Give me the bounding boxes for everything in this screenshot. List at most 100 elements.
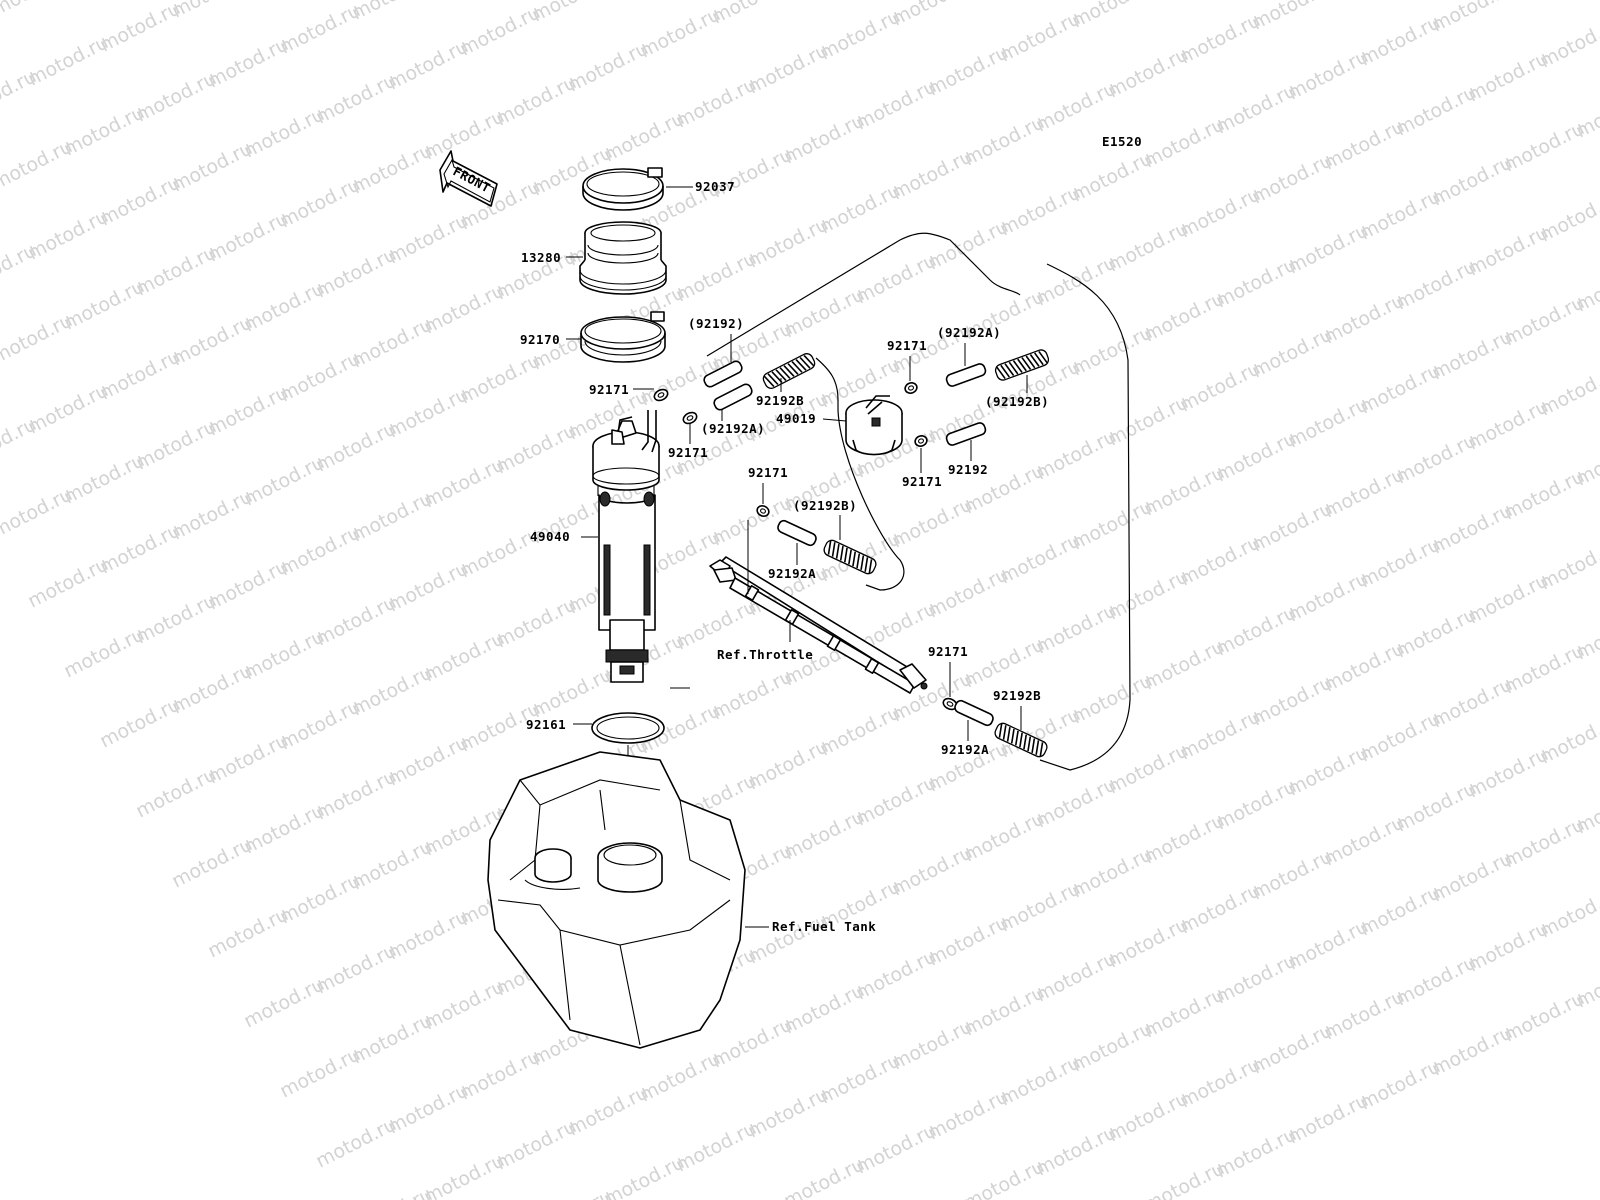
boot-13280 bbox=[579, 221, 667, 295]
hose-loop-right bbox=[1039, 263, 1131, 771]
spring-coil bbox=[827, 540, 832, 555]
spring-coil bbox=[1019, 732, 1023, 748]
label-92171-c: 92171 bbox=[887, 338, 927, 353]
spring-coil bbox=[1010, 728, 1015, 744]
watermark-text: motod.ru bbox=[1536, 883, 1600, 942]
spring-coil bbox=[1027, 736, 1032, 752]
label-ref-fuel-tank: Ref.Fuel Tank bbox=[772, 919, 876, 934]
spring-coil bbox=[1023, 734, 1028, 750]
spring-coil bbox=[868, 559, 873, 574]
spring-coil bbox=[1029, 354, 1040, 367]
spring-coil bbox=[1000, 364, 1011, 378]
spring-coil bbox=[1033, 352, 1044, 366]
label-92171-f: 92171 bbox=[928, 644, 968, 659]
spring-coil bbox=[1025, 355, 1036, 369]
watermark-text: motod.ru bbox=[1536, 535, 1600, 594]
watermark-text: motod.ru bbox=[168, 0, 256, 22]
label-92192B-a: 92192B bbox=[756, 393, 804, 408]
watermark-text: motod.ru bbox=[1536, 709, 1600, 768]
fuel-pump-49040 bbox=[592, 410, 660, 683]
label-92171-e: 92171 bbox=[748, 465, 788, 480]
spring-coil bbox=[783, 365, 795, 377]
spring-coil bbox=[839, 545, 844, 561]
fuel-tank bbox=[487, 751, 746, 1049]
clamp-92037 bbox=[582, 167, 664, 211]
spring-coil bbox=[1017, 358, 1027, 372]
spring-coil bbox=[763, 375, 775, 388]
label-13280: 13280 bbox=[521, 250, 561, 265]
spring-coil bbox=[860, 555, 865, 571]
spring-coil bbox=[1031, 738, 1036, 754]
label-92171-b: 92171 bbox=[668, 445, 708, 460]
spring-coil bbox=[775, 369, 787, 381]
watermark-text: motod.ru bbox=[348, 0, 436, 24]
spring-coil bbox=[856, 553, 861, 569]
watermark-text: motod.ru bbox=[0, 0, 76, 20]
spring-coil bbox=[803, 354, 815, 367]
watermark-text: motod.ru bbox=[1068, 0, 1156, 32]
watermark-text: motod.ru bbox=[1248, 0, 1336, 34]
lower-hose-set bbox=[942, 697, 1048, 758]
watermark-text: motod.ru bbox=[1536, 13, 1600, 72]
spring-coil bbox=[1012, 360, 1023, 373]
label-92192-top: (92192) bbox=[688, 316, 744, 331]
spring-coil bbox=[779, 367, 791, 379]
label-92171-a: 92171 bbox=[589, 382, 629, 397]
watermark-text: motod.ru bbox=[1500, 0, 1588, 2]
spring-coil bbox=[767, 373, 779, 386]
label-92192A-a: (92192A) bbox=[701, 421, 765, 436]
label-92192-b: 92192 bbox=[948, 462, 988, 477]
diagram-code: E1520 bbox=[1102, 134, 1142, 149]
spring-coil bbox=[831, 542, 836, 557]
spring-coil bbox=[1002, 725, 1007, 740]
watermark-text: motod.ru bbox=[708, 0, 796, 28]
spring-coil bbox=[1039, 742, 1044, 757]
hose-loop-upper bbox=[706, 232, 1021, 357]
label-92192B-b: (92192B) bbox=[985, 394, 1049, 409]
clamp-92170 bbox=[580, 311, 666, 363]
fuel-rail bbox=[709, 556, 928, 694]
spring-coil bbox=[1035, 740, 1040, 755]
o-ring-92161 bbox=[591, 712, 665, 744]
label-92192B-d: 92192B bbox=[993, 688, 1041, 703]
label-92171-d: 92171 bbox=[902, 474, 942, 489]
spring-coil bbox=[791, 361, 803, 373]
spring-coil bbox=[771, 371, 783, 384]
fuel-filter-49019 bbox=[845, 395, 903, 456]
watermark-text: motod.ru bbox=[1428, 0, 1516, 36]
middle-hose-set bbox=[756, 505, 877, 575]
label-92192B-c: (92192B) bbox=[793, 498, 857, 513]
label-92192A-d: 92192A bbox=[941, 742, 989, 757]
spring-coil bbox=[787, 363, 799, 375]
spring-coil bbox=[1006, 726, 1011, 742]
watermark-text: motod.ru bbox=[888, 0, 976, 30]
spring-coil bbox=[795, 358, 807, 371]
label-92037: 92037 bbox=[695, 179, 735, 194]
spring-coil bbox=[1038, 350, 1049, 364]
spring-coil bbox=[1021, 357, 1032, 370]
label-92170: 92170 bbox=[520, 332, 560, 347]
spring-coil bbox=[864, 557, 869, 572]
front-arrow-icon: FRONT bbox=[439, 150, 498, 207]
spring-coil bbox=[848, 549, 852, 565]
upper-hose-set bbox=[653, 353, 816, 425]
spring-coil bbox=[843, 547, 848, 563]
spring-coil bbox=[1004, 363, 1015, 376]
label-92192A-b: (92192A) bbox=[937, 325, 1001, 340]
watermark-text: motod.ru bbox=[1536, 187, 1600, 246]
label-49019: 49019 bbox=[776, 411, 816, 426]
label-92161: 92161 bbox=[526, 717, 566, 732]
right-hose-set bbox=[904, 349, 1050, 447]
label-92192A-c: 92192A bbox=[768, 566, 816, 581]
spring-coil bbox=[799, 356, 811, 369]
label-ref-throttle: Ref.Throttle bbox=[717, 647, 813, 662]
spring-coil bbox=[995, 366, 1006, 380]
spring-coil bbox=[1014, 730, 1019, 746]
spring-coil bbox=[1008, 361, 1019, 375]
watermark-text: motod.ru bbox=[1536, 361, 1600, 420]
spring-coil bbox=[835, 543, 840, 559]
watermark-text: motod.ru bbox=[528, 0, 616, 26]
spring-coil bbox=[998, 723, 1003, 738]
